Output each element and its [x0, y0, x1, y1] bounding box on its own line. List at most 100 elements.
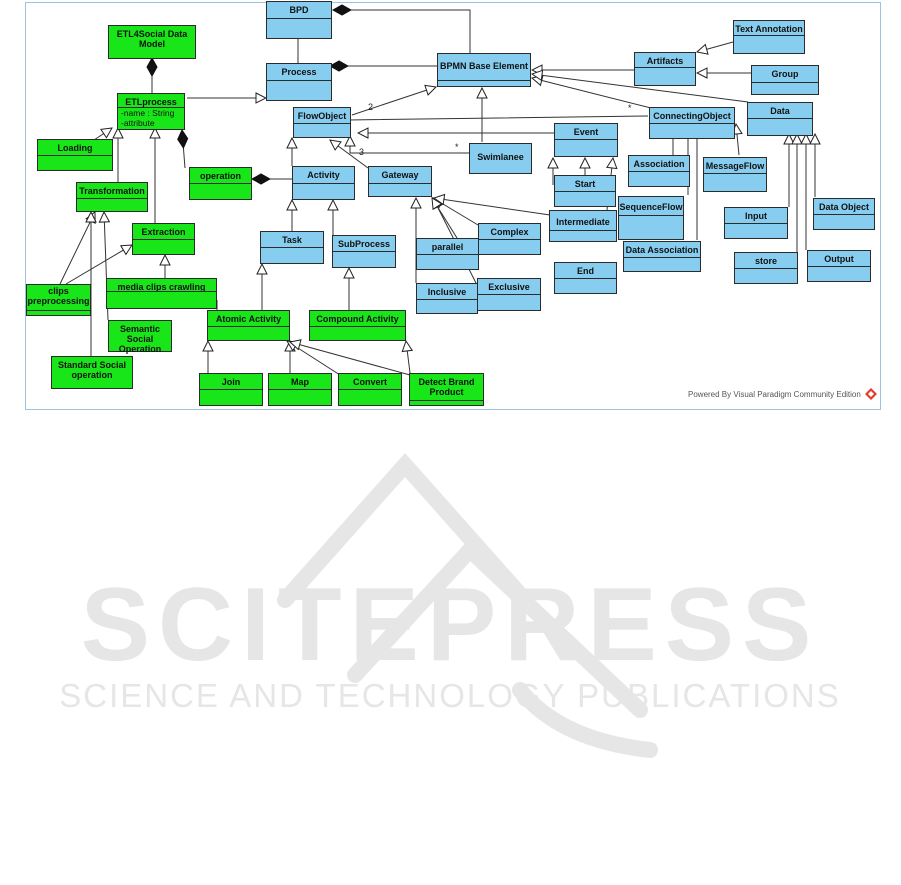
class-name: ETLprocess [125, 97, 177, 107]
class-name: media clips crawling [117, 282, 206, 292]
class-association[interactable]: Association [628, 155, 690, 187]
multiplicity-2: 2 [368, 102, 374, 112]
edge-convert-atomic [287, 341, 341, 376]
scitepress-logo-icon [277, 452, 658, 758]
class-etl4social-data-model[interactable]: ETL4Social Data Model [108, 25, 196, 59]
class-name: BPD [289, 5, 309, 15]
class-sequenceflow[interactable]: SequenceFlow [618, 196, 684, 240]
class-exclusive[interactable]: Exclusive [477, 278, 541, 311]
class-etlprocess[interactable]: ETLprocess-name : String-attribute [117, 93, 185, 130]
class-store[interactable]: store [734, 252, 798, 284]
class-data-object[interactable]: Data Object [813, 198, 875, 230]
class-messageflow[interactable]: MessageFlow [703, 157, 767, 192]
class-name: Start [574, 179, 596, 189]
class-name: Process [281, 67, 317, 77]
class-name: Artifacts [646, 56, 684, 66]
class-name: End [577, 266, 594, 276]
attribute-attribute: -attribute [121, 118, 155, 128]
visual-paradigm-logo-icon [865, 388, 877, 400]
class-name: Map [291, 377, 309, 387]
edge-detect-compound [406, 341, 410, 374]
class-flowobject[interactable]: FlowObject [293, 107, 351, 138]
class-connectingobject[interactable]: ConnectingObject [649, 107, 735, 139]
class-inclusive[interactable]: Inclusive [416, 283, 478, 314]
class-intermediate[interactable]: Intermediate [549, 210, 617, 242]
class-map[interactable]: Map [268, 373, 332, 406]
class-name: Task [282, 235, 302, 245]
class-media-clips-crawling[interactable]: media clips crawling [106, 278, 217, 309]
class-atomic-activity[interactable]: Atomic Activity [207, 310, 290, 341]
class-subprocess[interactable]: SubProcess [332, 235, 396, 268]
edge-connecting-bpmn [532, 78, 652, 109]
edge-textann-artifacts [697, 41, 734, 52]
class-operation[interactable]: operation [189, 167, 252, 200]
class-data[interactable]: Data [747, 102, 813, 136]
class-name: FlowObject [297, 111, 347, 121]
class-parallel[interactable]: parallel [416, 238, 479, 270]
class-standard-social-operation[interactable]: Standard Social operation [51, 356, 133, 389]
class-task[interactable]: Task [260, 231, 324, 264]
scitepress-watermark: SCITEPRESS SCIENCE AND TECHNOLOGY PUBLIC… [59, 452, 841, 758]
class-output[interactable]: Output [807, 250, 871, 282]
class-bpd[interactable]: BPD [266, 1, 332, 39]
attribute-name: -name : String [121, 108, 175, 118]
class-detect-brand-product[interactable]: Detect Brand Product [409, 373, 484, 406]
class-name: Convert [352, 377, 387, 387]
class-compound-activity[interactable]: Compound Activity [309, 310, 406, 341]
class-name: Data Object [818, 202, 869, 212]
edge-clips-extract [65, 245, 132, 285]
class-name: Data [770, 106, 790, 116]
class-text-annotation[interactable]: Text Annotation [733, 20, 805, 54]
class-convert[interactable]: Convert [338, 373, 402, 406]
class-extraction[interactable]: Extraction [132, 223, 195, 255]
class-name: Event [573, 127, 599, 137]
class-name: Inclusive [427, 287, 467, 297]
class-name: Swimlanee [477, 152, 524, 162]
class-transformation[interactable]: Transformation [76, 182, 148, 212]
class-name: SubProcess [337, 239, 391, 249]
class-name: Semantic Social Operation [118, 324, 162, 354]
class-name: Data Association [625, 245, 699, 255]
class-name: Gateway [381, 170, 419, 180]
class-end[interactable]: End [554, 262, 617, 294]
edge-swim-flowobj [350, 136, 470, 154]
class-bpmn-base-element[interactable]: BPMN Base Element [437, 53, 531, 87]
class-name: Output [824, 254, 854, 264]
class-join[interactable]: Join [199, 373, 263, 406]
class-name: Standard Social operation [57, 360, 127, 380]
class-name: Loading [57, 143, 93, 153]
class-artifacts[interactable]: Artifacts [634, 52, 696, 86]
class-complex[interactable]: Complex [478, 223, 541, 255]
edge-detect-atomic [290, 342, 411, 376]
class-semantic-social-operation[interactable]: Semantic Social Operation [108, 320, 172, 354]
watermark-subtitle: SCIENCE AND TECHNOLOGY PUBLICATIONS [59, 677, 841, 714]
class-name: MessageFlow [705, 161, 765, 171]
class-name: Extraction [141, 227, 186, 237]
class-event[interactable]: Event [554, 123, 618, 157]
class-name: ETL4Social Data Model [116, 29, 188, 49]
multiplicity-3: 3 [359, 147, 365, 157]
class-swimlanee[interactable]: Swimlanee [469, 143, 532, 174]
class-name: Detect Brand Product [418, 377, 475, 397]
edge-data-bpmn [532, 74, 749, 103]
class-name: BPMN Base Element [439, 61, 529, 71]
class-gateway[interactable]: Gateway [368, 166, 432, 197]
class-name: Join [221, 377, 241, 387]
class-data-association[interactable]: Data Association [623, 241, 701, 272]
class-start[interactable]: Start [554, 175, 616, 207]
class-name: Complex [490, 227, 529, 237]
class-activity[interactable]: Activity [292, 166, 355, 200]
class-name: Association [633, 159, 685, 169]
class-clips-preprocessing[interactable]: clips preprocessing [26, 284, 91, 316]
class-loading[interactable]: Loading [37, 139, 113, 171]
class-process[interactable]: Process [266, 63, 332, 101]
class-name: Input [745, 211, 767, 221]
edge-bpmn-bpd [333, 10, 471, 53]
watermark-title: SCITEPRESS [81, 567, 820, 683]
class-name: Exclusive [488, 282, 530, 292]
edge-clips-transform [59, 212, 95, 285]
class-name: Atomic Activity [215, 314, 282, 324]
class-group[interactable]: Group [751, 65, 819, 95]
powered-by-label: Powered By Visual Paradigm Community Edi… [688, 390, 861, 399]
class-input[interactable]: Input [724, 207, 788, 239]
